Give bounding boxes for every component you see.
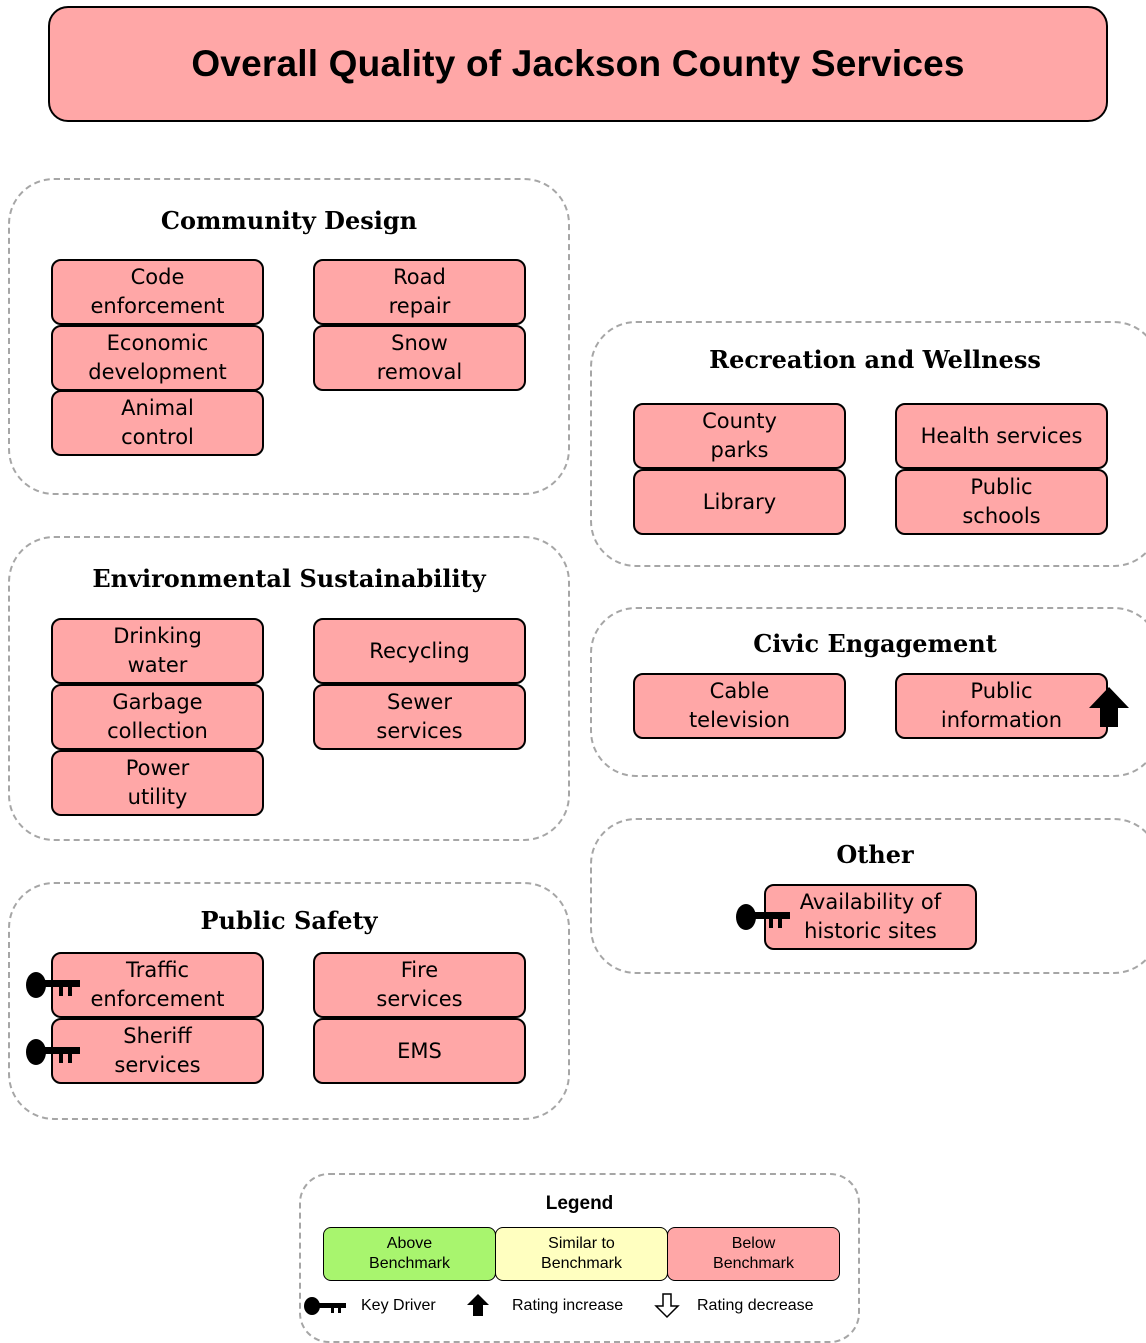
legend: Legend Above Benchmark Similar to Benchm… — [299, 1173, 860, 1343]
group-title: Civic Engagement — [753, 629, 997, 658]
arrow-up-filled-icon — [467, 1294, 489, 1316]
group-title: Public Safety — [200, 906, 378, 935]
group-environmental-sustainability: Environmental Sustainability — [8, 536, 570, 841]
service-sheriff-services: Sheriff services — [51, 1018, 264, 1084]
group-recreation-wellness: Recreation and Wellness — [590, 321, 1146, 567]
service-animal-control: Animal control — [51, 390, 264, 456]
legend-rating-increase-label: Rating increase — [512, 1297, 624, 1314]
service-power-utility: Power utility — [51, 750, 264, 816]
group-public-safety: Public Safety — [8, 882, 570, 1120]
service-historic-sites: Availability of historic sites — [764, 884, 977, 950]
group-title: Community Design — [160, 206, 418, 235]
service-library: Library — [633, 469, 846, 535]
key-icon — [26, 1039, 80, 1065]
key-icon — [736, 904, 790, 930]
service-health-services: Health services — [895, 403, 1108, 469]
key-icon — [304, 1297, 346, 1315]
group-community-design: Community Design — [8, 178, 570, 495]
group-civic-engagement: Civic Engagement — [590, 607, 1146, 777]
service-snow-removal: Snow removal — [313, 325, 526, 391]
service-economic-development: Economic development — [51, 325, 264, 391]
service-garbage-collection: Garbage collection — [51, 684, 264, 750]
service-recycling: Recycling — [313, 618, 526, 684]
service-cable-television: Cable television — [633, 673, 846, 739]
arrow-up-filled-icon — [1089, 687, 1129, 727]
service-code-enforcement: Code enforcement — [51, 259, 264, 325]
service-drinking-water: Drinking water — [51, 618, 264, 684]
service-road-repair: Road repair — [313, 259, 526, 325]
legend-title: Legend — [545, 1193, 614, 1214]
key-icon — [26, 972, 80, 998]
service-public-information: Public information — [895, 673, 1108, 739]
arrow-down-outline-icon — [654, 1293, 680, 1319]
legend-key-driver-label: Key Driver — [361, 1297, 436, 1314]
legend-similar-benchmark: Similar to Benchmark — [495, 1227, 668, 1281]
service-fire-services: Fire services — [313, 952, 526, 1018]
page-title: Overall Quality of Jackson County Servic… — [191, 43, 965, 84]
legend-above-benchmark: Above Benchmark — [323, 1227, 496, 1281]
service-county-parks: County parks — [633, 403, 846, 469]
service-traffic-enforcement: Traffic enforcement — [51, 952, 264, 1018]
group-title: Recreation and Wellness — [709, 345, 1041, 374]
legend-below-benchmark: Below Benchmark — [667, 1227, 840, 1281]
group-other: Other — [590, 818, 1146, 974]
group-title: Other — [836, 840, 914, 869]
title-banner: Overall Quality of Jackson County Servic… — [48, 6, 1108, 122]
group-title: Environmental Sustainability — [92, 564, 486, 593]
service-sewer-services: Sewer services — [313, 684, 526, 750]
service-public-schools: Public schools — [895, 469, 1108, 535]
legend-rating-decrease-label: Rating decrease — [697, 1297, 814, 1314]
service-ems: EMS — [313, 1018, 526, 1084]
